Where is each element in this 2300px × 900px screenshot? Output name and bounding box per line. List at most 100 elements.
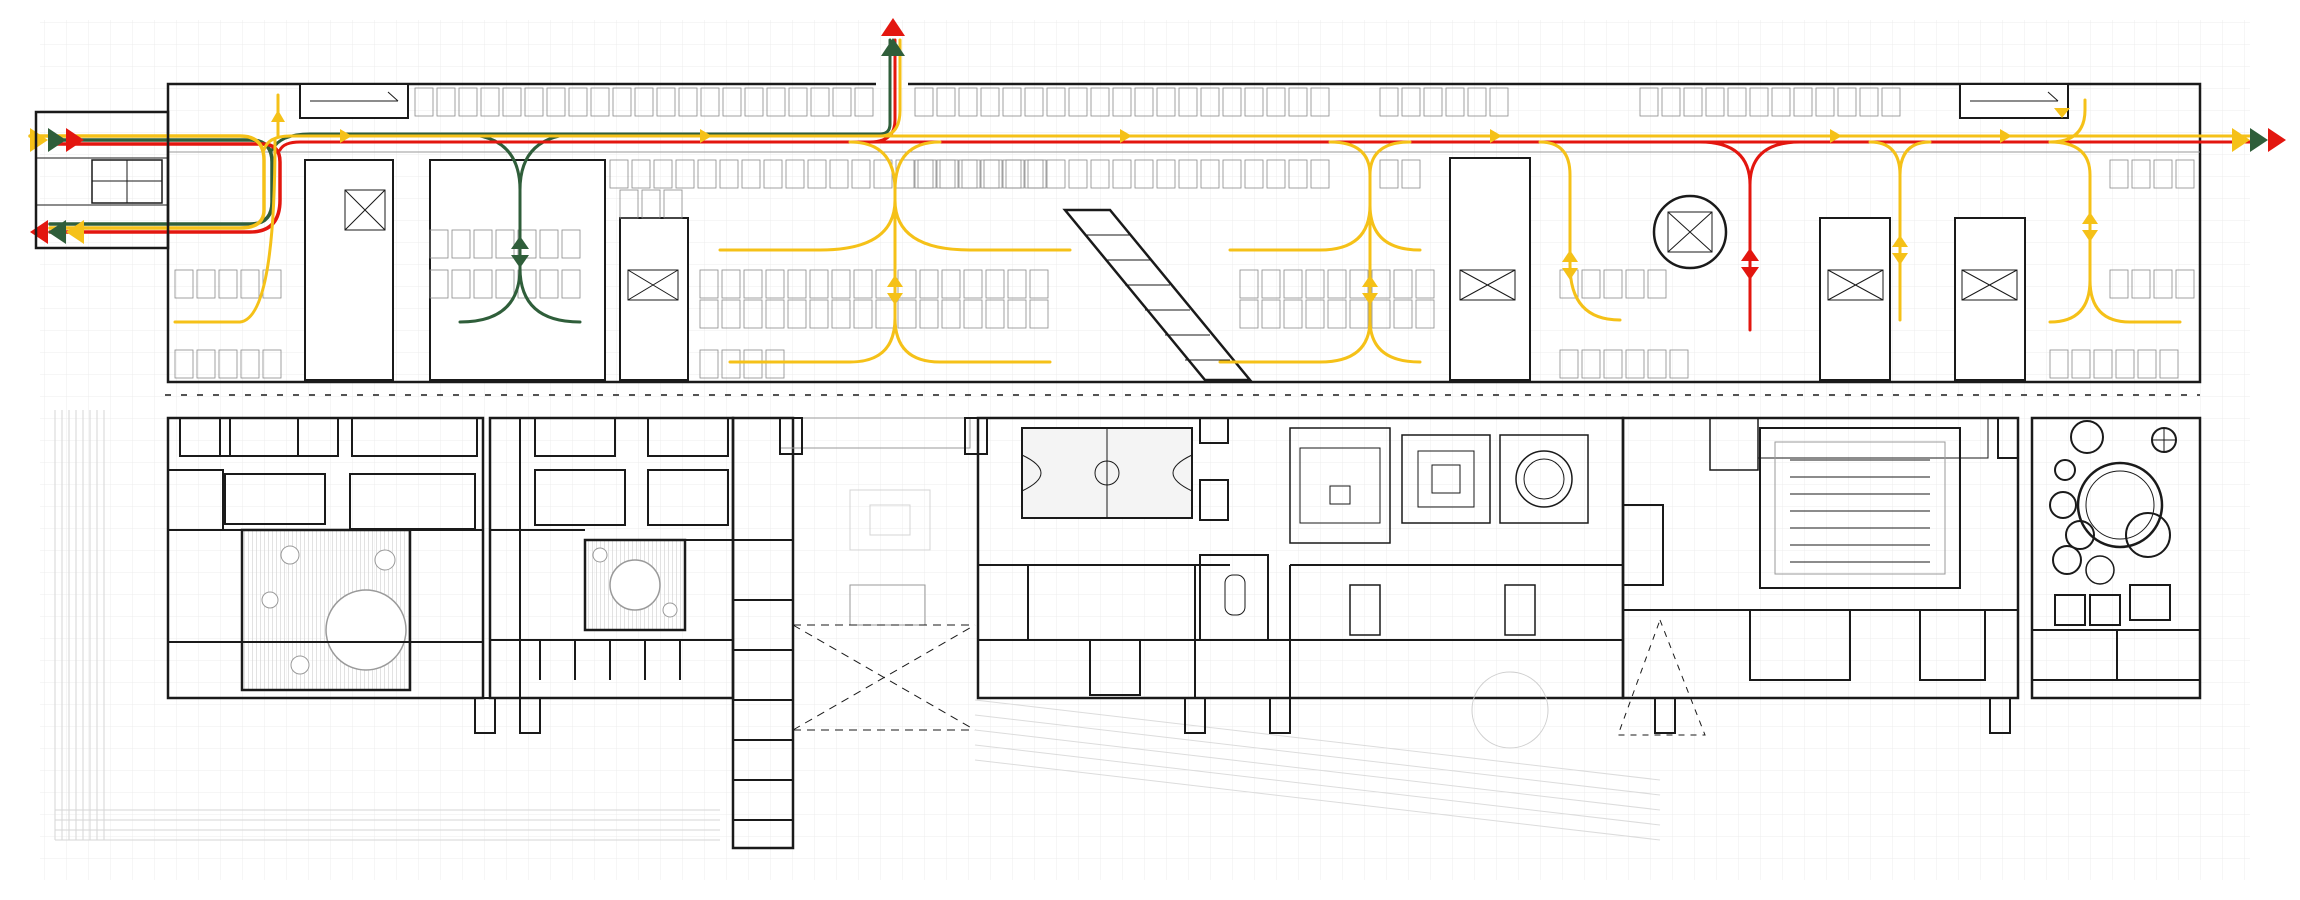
pavilion-entry-diagonal [1617, 618, 1706, 736]
green-arrow-icon [511, 236, 529, 249]
parking-bay-icon [675, 159, 695, 189]
parking-bays [174, 87, 2195, 379]
yellow-entry-arrow-icon [30, 128, 48, 152]
diagonal-ramp [1062, 208, 1253, 382]
parking-bay-icon [958, 159, 978, 189]
parking-bay-icon [853, 269, 873, 299]
parking-bay-icon [985, 269, 1005, 299]
parking-bay-icon [1029, 269, 1049, 299]
parking-bay-icon [2109, 159, 2129, 189]
parking-bay-icon [1815, 87, 1835, 117]
parking-bay-icon [1112, 159, 1132, 189]
parking-bay-icon [941, 299, 961, 329]
parking-bay-icon [1379, 159, 1399, 189]
parking-bay-icon [1559, 349, 1579, 379]
parking-bay-icon [980, 87, 1000, 117]
yellow-route-right-2 [1538, 140, 1622, 322]
parking-bay-icon [174, 349, 194, 379]
parking-bay-icon [721, 269, 741, 299]
fitness-area [1289, 427, 1391, 544]
parking-bay-icon [2109, 269, 2129, 299]
parking-bay-icon [810, 87, 830, 117]
circle-icon [2052, 545, 2082, 575]
yellow-arrow-icon [700, 129, 712, 143]
yellow-arrow-icon [1892, 235, 1908, 247]
parking-bay-icon [634, 87, 654, 117]
parking-bay-icon [1683, 87, 1703, 117]
parking-bay-icon [1639, 87, 1659, 117]
parking-bay-icon [1266, 87, 1286, 117]
parking-bay-icon [1647, 269, 1667, 299]
circle-icon [2125, 512, 2171, 558]
parking-bay-icon [1423, 87, 1443, 117]
parking-bay-icon [744, 87, 764, 117]
parking-bay-icon [980, 159, 1000, 189]
parking-bay-icon [451, 229, 471, 259]
parking-bay-icon [1415, 299, 1435, 329]
parking-bay-icon [1327, 299, 1347, 329]
parking-bay-icon [831, 269, 851, 299]
site-striping-left [54, 410, 720, 841]
parking-bay-icon [854, 87, 874, 117]
yellow-route-right-1 [1218, 140, 1422, 364]
parking-bay-icon [2159, 349, 2179, 379]
parking-bay-icon [963, 299, 983, 329]
parking-bay-icon [941, 269, 961, 299]
parking-bay-icon [1283, 269, 1303, 299]
parking-bay-icon [502, 87, 522, 117]
parking-bay-icon [1134, 87, 1154, 117]
exit-gap-top [876, 80, 908, 88]
parking-bay-icon [568, 87, 588, 117]
parking-bay-icon [1261, 269, 1281, 299]
green-entry-arrow-icon [48, 128, 66, 152]
parking-bay-icon [539, 229, 559, 259]
parking-bay-icon [1669, 349, 1689, 379]
parking-bay-icon [458, 87, 478, 117]
parking-bay-icon [656, 87, 676, 117]
green-exit-arrow-icon [48, 220, 66, 244]
parking-bay-icon [985, 299, 1005, 329]
yellow-arrow-icon [2082, 230, 2098, 242]
parking-bay-icon [766, 87, 786, 117]
parking-bay-icon [2131, 269, 2151, 299]
parking-bay-icon [1859, 87, 1879, 117]
parking-bay-icon [1603, 269, 1623, 299]
parking-bay-icon [2175, 269, 2195, 299]
red-arrow-icon [1741, 248, 1759, 261]
parking-bay-icon [914, 87, 934, 117]
parking-bay-icon [1305, 299, 1325, 329]
parking-bay-icon [788, 87, 808, 117]
ring-icon [2076, 461, 2164, 549]
parking-bay-icon [963, 269, 983, 299]
entry-markers-left [30, 128, 84, 244]
parking-bay-icon [1415, 269, 1435, 299]
yellow-route-right-5 [2048, 98, 2087, 144]
parking-bay-icon [1046, 87, 1066, 117]
yellow-arrow-icon [1892, 253, 1908, 265]
yellow-arrow-icon [1562, 268, 1578, 280]
parking-bay-icon [561, 229, 581, 259]
yellow-arrow-icon [2054, 108, 2070, 118]
tree-icon [592, 547, 608, 563]
parking-bay-icon [539, 269, 559, 299]
circle-icon [2065, 520, 2095, 550]
parking-bay-icon [2049, 349, 2069, 379]
parking-bay-icon [765, 299, 785, 329]
parking-bay-icon [1112, 87, 1132, 117]
parking-bay-icon [958, 87, 978, 117]
parking-bay-icon [853, 299, 873, 329]
parking-bay-icon [262, 349, 282, 379]
parking-bay-icon [451, 269, 471, 299]
parking-bay-icon [743, 299, 763, 329]
parking-bay-icon [1327, 269, 1347, 299]
parking-bay-icon [765, 269, 785, 299]
parking-bay-icon [1305, 269, 1325, 299]
parking-bay-icon [2153, 159, 2173, 189]
parking-bay-icon [765, 349, 785, 379]
green-arrow-icon [511, 255, 529, 268]
plaza-circle [1471, 671, 1549, 749]
parking-bay-icon [1793, 87, 1813, 117]
green-exit-right-arrow-icon [2250, 128, 2268, 152]
parking-bay-icon [473, 229, 493, 259]
parking-bay-icon [1661, 87, 1681, 117]
